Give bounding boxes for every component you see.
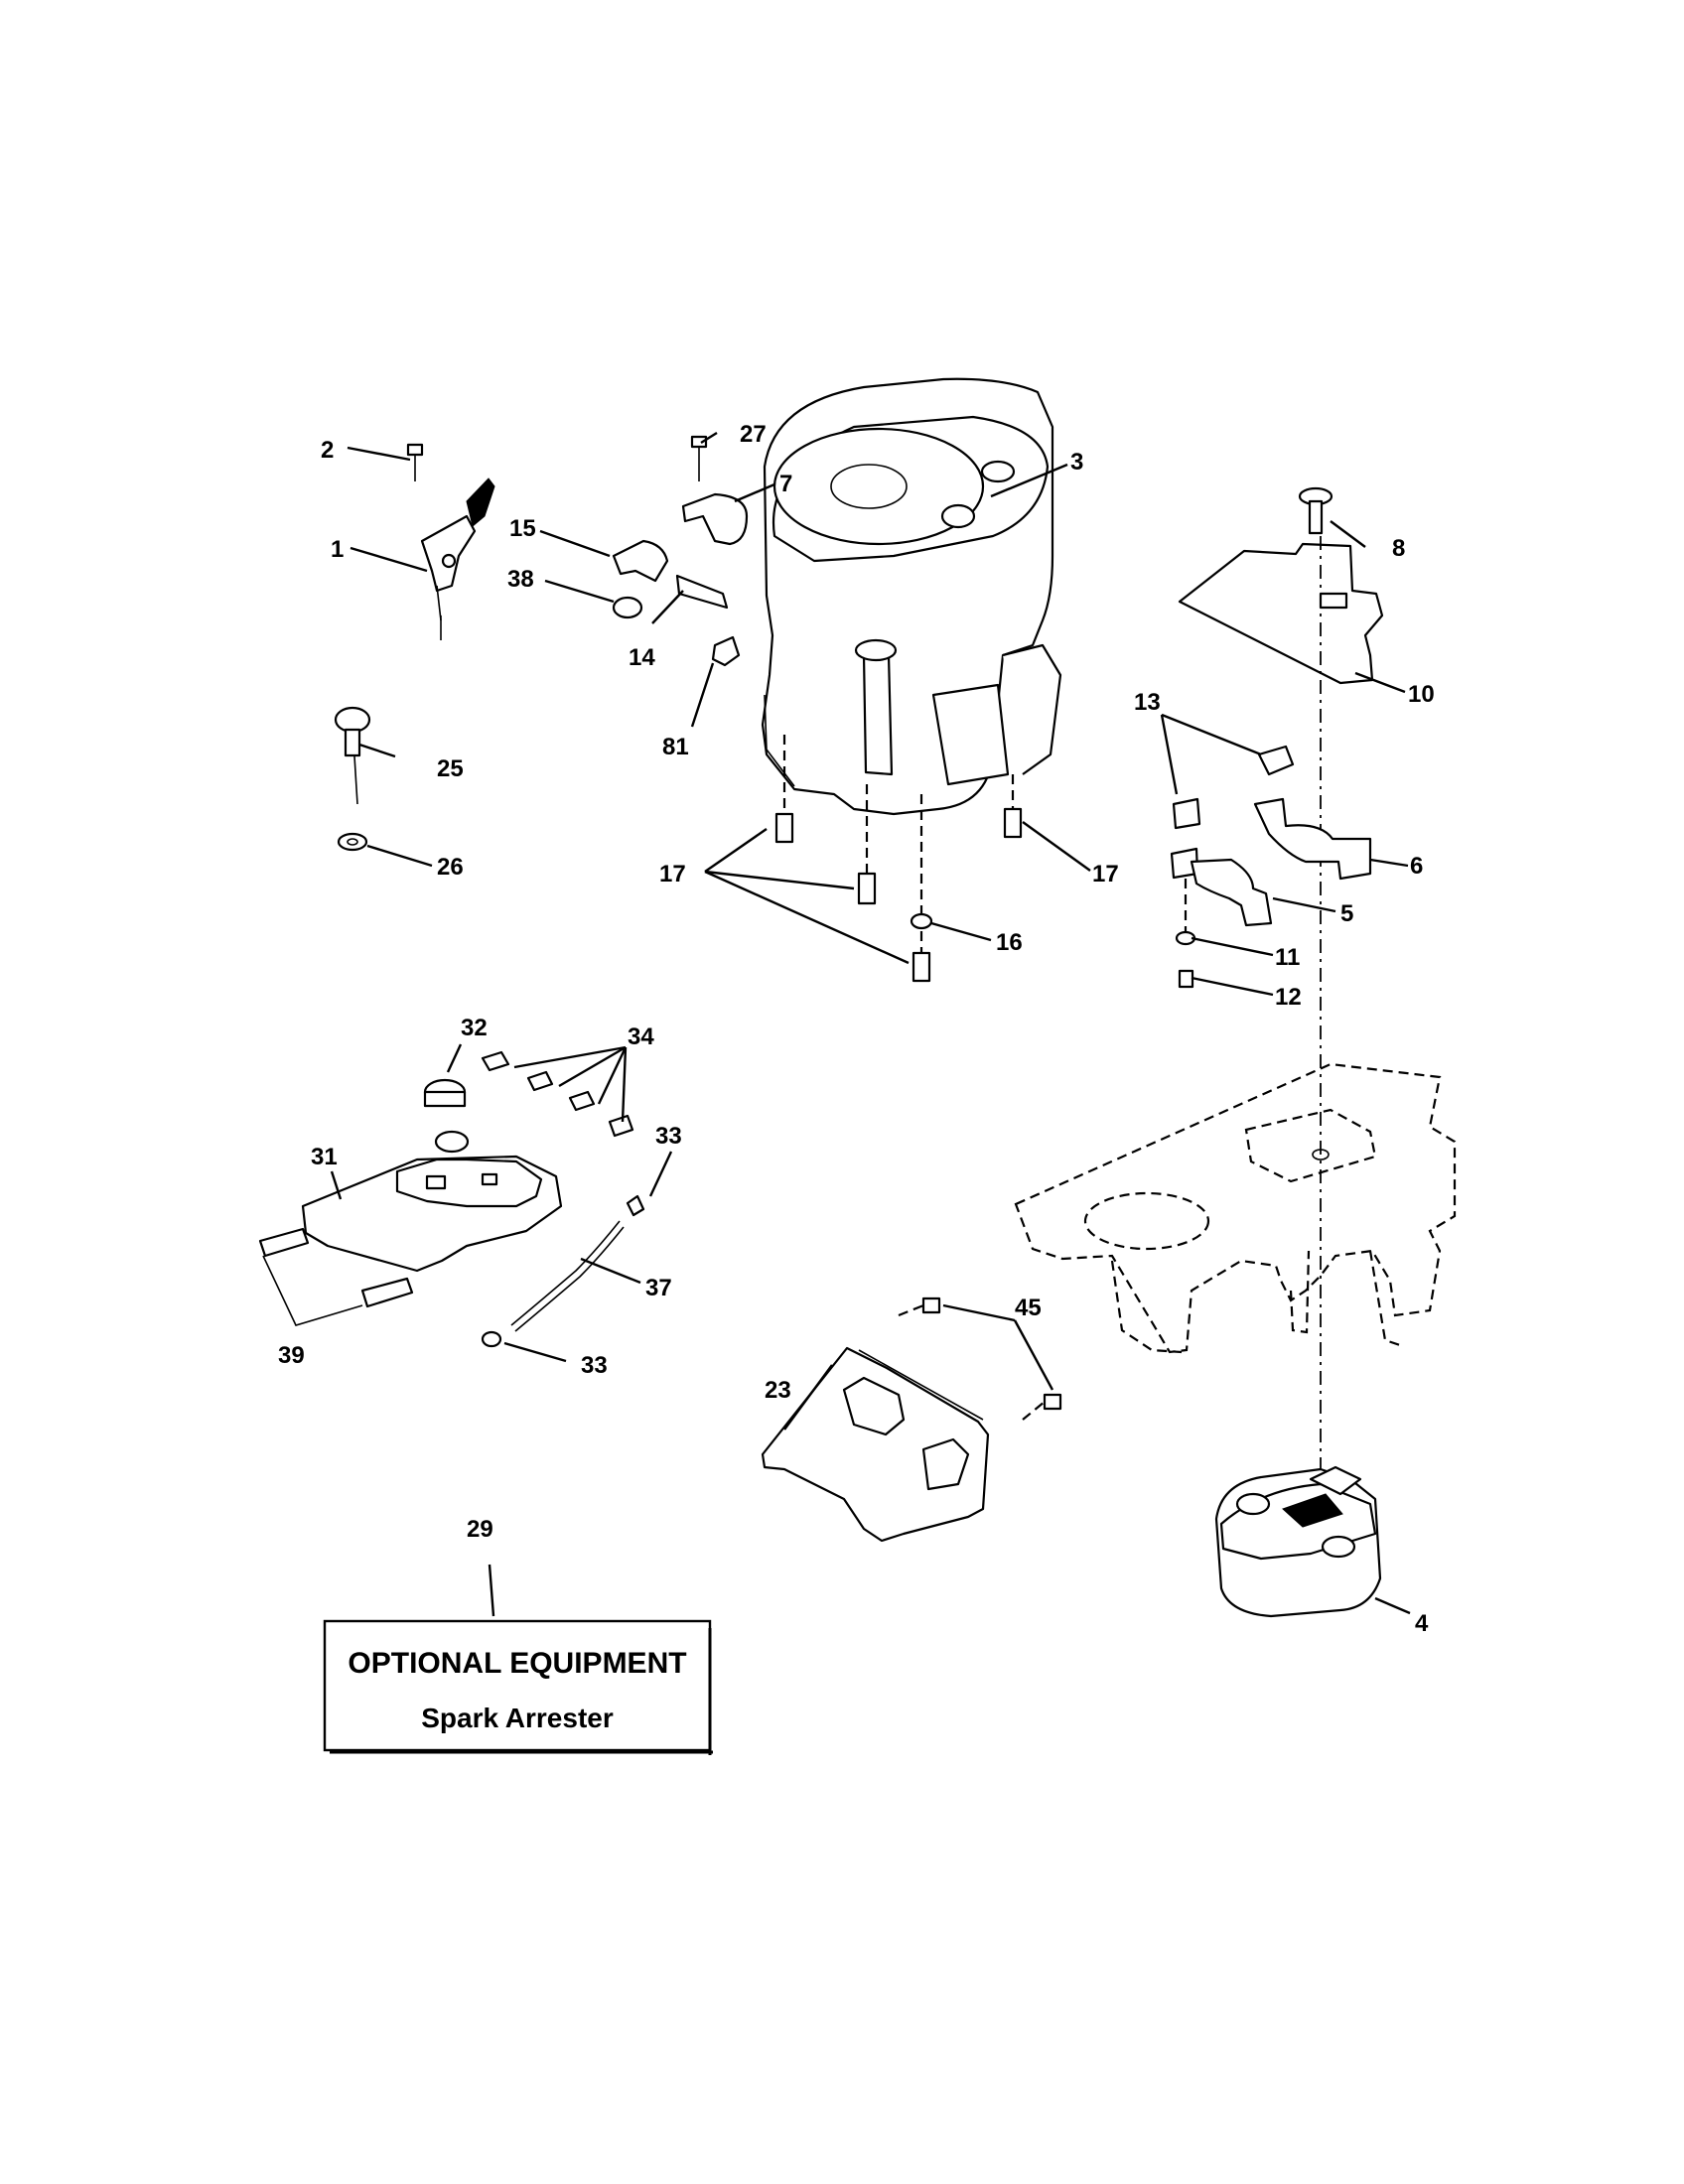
callout-1: 1 xyxy=(331,536,344,563)
callout-17-right: 17 xyxy=(1092,861,1119,887)
engine-mounting-bolts xyxy=(774,735,1023,983)
callout-6: 6 xyxy=(1410,853,1423,880)
clamp-part xyxy=(681,435,749,546)
callout-10: 10 xyxy=(1408,681,1435,708)
heat-deflector-part xyxy=(761,1297,1062,1543)
tractor-frame xyxy=(1014,1062,1457,1354)
callout-26: 26 xyxy=(437,854,464,881)
exhaust-pipes-and-gaskets xyxy=(1170,745,1372,989)
callout-39: 39 xyxy=(278,1342,305,1369)
callout-15: 15 xyxy=(509,515,536,542)
callout-32: 32 xyxy=(461,1015,488,1041)
choke-knob-part xyxy=(334,706,371,852)
callout-4: 4 xyxy=(1415,1610,1429,1637)
weight-box-part xyxy=(258,1050,645,1348)
optional-equipment-box: OPTIONAL EQUIPMENT Spark Arrester xyxy=(323,1619,713,1755)
callout-12: 12 xyxy=(1275,984,1302,1011)
callout-16: 16 xyxy=(996,929,1023,956)
callout-37: 37 xyxy=(645,1275,672,1301)
engine-part xyxy=(761,377,1062,816)
optional-equipment-title: OPTIONAL EQUIPMENT xyxy=(348,1647,686,1680)
callout-17-left: 17 xyxy=(659,861,686,887)
callout-25: 25 xyxy=(437,755,464,782)
callout-23: 23 xyxy=(765,1377,791,1404)
callout-5: 5 xyxy=(1340,900,1353,927)
throttle-control-part xyxy=(406,443,495,640)
callout-33-top: 33 xyxy=(655,1123,682,1150)
heat-shield-part xyxy=(1178,486,1384,685)
callout-3: 3 xyxy=(1070,449,1083,476)
callout-29: 29 xyxy=(467,1516,493,1543)
muffler-part xyxy=(1214,1465,1382,1618)
callout-27: 27 xyxy=(740,421,767,448)
spark-arrester-label: Spark Arrester xyxy=(421,1703,614,1733)
callout-38: 38 xyxy=(507,566,534,593)
callout-14: 14 xyxy=(629,644,655,671)
callout-81: 81 xyxy=(662,734,689,760)
oil-drain-fittings xyxy=(612,539,741,667)
callout-labels: 2 1 27 7 3 8 10 15 38 14 81 13 6 5 11 12… xyxy=(278,421,1435,1637)
callout-34: 34 xyxy=(628,1024,654,1050)
leader-lines xyxy=(330,431,1411,1617)
callout-31: 31 xyxy=(311,1144,338,1170)
callout-45: 45 xyxy=(1015,1295,1042,1321)
callout-2: 2 xyxy=(321,437,334,464)
callout-13: 13 xyxy=(1134,689,1161,716)
callout-8: 8 xyxy=(1392,535,1405,562)
callout-33-bottom: 33 xyxy=(581,1352,608,1379)
callout-7: 7 xyxy=(779,471,792,497)
callout-11: 11 xyxy=(1275,944,1300,971)
